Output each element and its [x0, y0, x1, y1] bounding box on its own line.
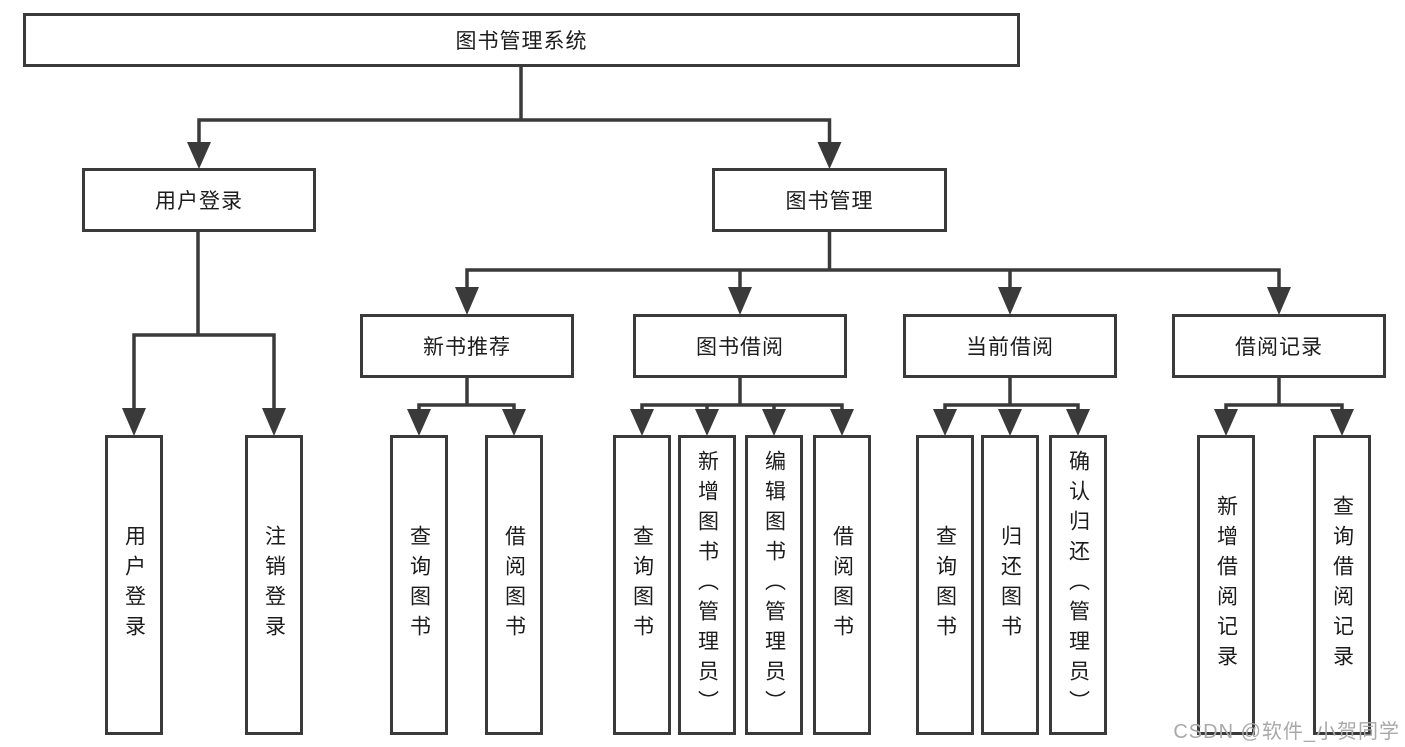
leaf-user-login-label: 用户登录: [122, 525, 146, 645]
leaf-query-borrow-record-label: 查询借阅记录: [1330, 495, 1354, 675]
node-user-login-label: 用户登录: [155, 190, 243, 213]
node-book-management: 图书管理: [712, 168, 947, 232]
node-book-borrowing-label: 图书借阅: [696, 336, 784, 359]
node-library-management-system-label: 图书管理系统: [455, 30, 588, 53]
leaf-logout: 注销登录: [245, 435, 303, 735]
leaf-borrow-books-recommend: 借阅图书: [485, 435, 543, 735]
leaf-query-books-borrowing-label: 查询图书: [630, 525, 654, 645]
leaf-query-books-recommend: 查询图书: [390, 435, 448, 735]
leaf-query-books-borrowing: 查询图书: [613, 435, 671, 735]
node-current-borrowing: 当前借阅: [903, 314, 1117, 378]
leaf-return-books: 归还图书: [981, 435, 1039, 735]
node-borrowing-records: 借阅记录: [1172, 314, 1386, 378]
node-library-management-system: 图书管理系统: [23, 13, 1020, 67]
leaf-edit-books-admin: 编辑图书（管理员）: [745, 435, 803, 735]
leaf-query-books-recommend-label: 查询图书: [407, 525, 431, 645]
leaf-add-borrow-record: 新增借阅记录: [1197, 435, 1255, 735]
leaf-edit-books-admin-label: 编辑图书（管理员）: [762, 450, 786, 720]
connector-root-to-level2: [197, 67, 832, 144]
node-new-book-recommendation-label: 新书推荐: [423, 336, 511, 359]
leaf-query-books-current: 查询图书: [916, 435, 974, 735]
leaf-add-books-admin-label: 新增图书（管理员）: [695, 450, 719, 720]
leaf-return-books-label: 归还图书: [998, 525, 1022, 645]
node-current-borrowing-label: 当前借阅: [966, 336, 1054, 359]
leaf-borrow-books-borrowing-label: 借阅图书: [830, 525, 854, 645]
leaf-borrow-books-recommend-label: 借阅图书: [502, 525, 526, 645]
leaf-add-borrow-record-label: 新增借阅记录: [1214, 495, 1238, 675]
node-borrowing-records-label: 借阅记录: [1235, 336, 1323, 359]
connector-book-borrowing-to-leaves: [640, 378, 844, 411]
leaf-add-books-admin: 新增图书（管理员）: [678, 435, 736, 735]
node-book-borrowing: 图书借阅: [633, 314, 847, 378]
connector-borrowing-records-to-leaves: [1224, 378, 1344, 411]
connector-user-login-to-leaves: [132, 232, 276, 410]
connector-current-borrowing-to-leaves: [943, 378, 1080, 411]
connector-book-management-to-level3: [465, 232, 1281, 289]
connector-new-book-recommendation-to-leaves: [417, 378, 516, 411]
leaf-logout-label: 注销登录: [262, 525, 286, 645]
arrowheads: [122, 142, 1354, 436]
leaf-confirm-return-admin: 确认归还（管理员）: [1049, 435, 1107, 735]
leaf-query-borrow-record: 查询借阅记录: [1313, 435, 1371, 735]
watermark: CSDN @软件_小贺同学: [1173, 721, 1400, 743]
node-book-management-label: 图书管理: [785, 190, 874, 213]
leaf-borrow-books-borrowing: 借阅图书: [813, 435, 871, 735]
leaf-confirm-return-admin-label: 确认归还（管理员）: [1066, 450, 1090, 720]
node-new-book-recommendation: 新书推荐: [360, 314, 574, 378]
node-user-login: 用户登录: [82, 168, 316, 232]
leaf-user-login: 用户登录: [105, 435, 163, 735]
leaf-query-books-current-label: 查询图书: [933, 525, 957, 645]
